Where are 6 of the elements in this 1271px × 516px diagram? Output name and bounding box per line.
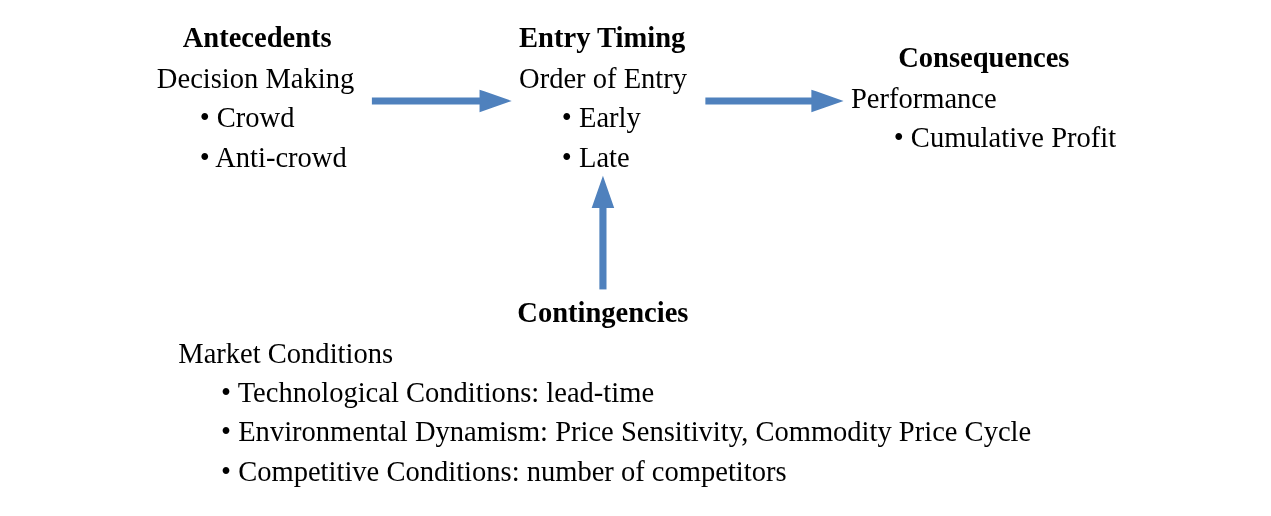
node-text: Consequences Performance • Cumulative Profit xyxy=(850,41,1117,154)
arrow xyxy=(591,175,615,290)
node-text: Entry Timing Order of Entry • Early • Late xyxy=(519,22,688,173)
node-text: Antecedents Decision Making • Crowd • Anti-crowd xyxy=(156,22,355,173)
node-text: Contingencies Market Conditions • Technological Conditions: lead-time • Environmental Dynamism: Price Sensitivity, Commodity Price Cycle • Competitive Conditions: number of competitors xyxy=(178,296,1032,487)
arrow xyxy=(371,89,512,113)
